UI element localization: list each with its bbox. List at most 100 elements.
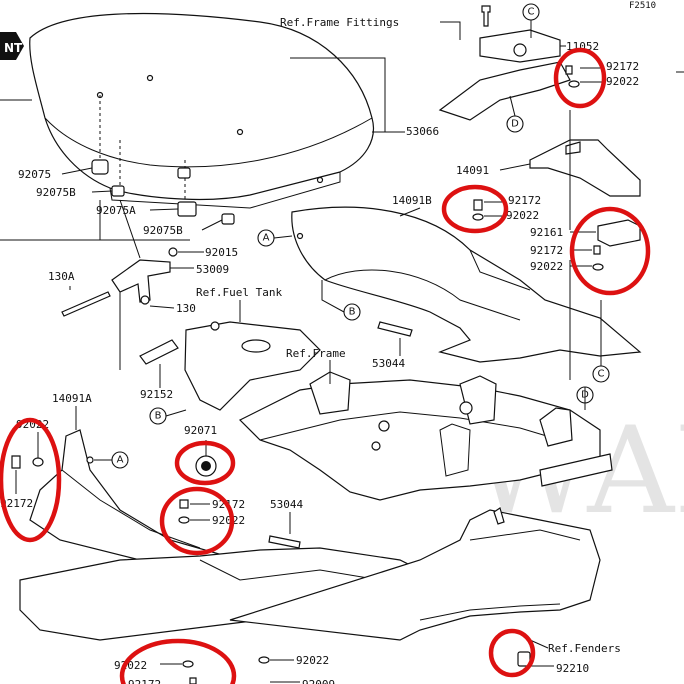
bolt-130a [61,291,111,317]
label-92022-bottom-mid: 92022 [296,654,329,667]
highlight-rings [0,47,651,684]
seat-hook-bracket [111,247,178,305]
screw-92172-left [11,455,21,469]
seat-seam [44,117,373,168]
label-92022-mid-left: 92022 [212,514,245,527]
frame-fitting-bracket [438,29,571,121]
highlight-ring-top-right [553,47,607,109]
leader [399,207,421,217]
seat-leader [290,57,405,133]
highlight-ring-mid-left [159,486,235,556]
seat-cushion [29,12,374,201]
corner-badge: NT [0,32,24,60]
screw-92172-mid [473,199,483,211]
seat-hole [236,128,244,136]
leader [149,305,175,309]
leader [484,201,506,217]
label-53044-lower: 53044 [270,498,303,511]
leader [15,432,39,494]
leader [61,167,93,175]
callout-a-top-text: A [263,233,270,244]
leader [201,219,223,231]
corner-badge-text: NT [4,41,23,55]
label-92172-bottom-left: 92172 [128,678,161,684]
washer-92022-bottom-left [182,660,194,668]
figure-code: F2510 [629,1,656,11]
label-92172-left: 92172 [0,497,33,510]
rod-53044-lower [268,535,301,549]
highlight-ring-bottom [119,638,237,684]
leader [509,95,516,117]
screw-92172-top [565,65,573,75]
highlight-ring-left [0,417,62,543]
washer-92022-bottom-mid [258,656,270,664]
washer-92022-left [32,457,44,467]
pipe-92152 [139,339,179,365]
label-92075: 92075 [18,168,51,181]
label-92022-right: 92022 [530,260,563,273]
leader [440,21,461,40]
label-92161: 92161 [530,226,563,239]
label-92022-bottom-left: 92022 [114,659,147,672]
washer-92022-mid [472,213,484,221]
washer-92022-top [568,80,580,88]
main-frame [238,371,613,501]
highlight-ring-clip [569,206,651,296]
ref-frame: Ref.Frame [286,347,346,360]
label-14091b: 14091B [392,194,432,207]
label-92172-mid: 92172 [508,194,541,207]
seat-hole [316,176,324,184]
leader [165,409,187,417]
hook-leaders [99,199,141,370]
damper-hole [201,461,211,471]
seat-assembly [29,12,374,225]
label-92022-mid: 92022 [506,209,539,222]
label-92015: 92015 [205,246,238,259]
label-92075a: 92075A [96,204,136,217]
label-92075b-2: 92075B [143,224,183,237]
screw-92172-bottom-left [189,677,197,684]
seat-base [109,172,341,209]
leader [273,235,293,239]
cover-14091b [291,206,642,363]
callout-b-left-text: B [155,411,162,422]
ref-frame-fittings: Ref.Frame Fittings [280,16,399,29]
leader [529,639,554,667]
leader [584,300,602,410]
cover-14091a [29,429,241,569]
label-92071: 92071 [184,424,217,437]
leader [91,190,113,193]
undertray [19,509,601,641]
grommet-92075b [111,185,125,197]
callout-c-top-text: C [528,7,535,18]
label-92172-right: 92172 [530,244,563,257]
seat-clip [177,167,191,179]
label-53044: 53044 [372,357,405,370]
bolt-top [481,5,491,27]
label-53009: 53009 [196,263,229,276]
leader [321,280,345,313]
label-92022-top: 92022 [606,75,639,88]
leader [149,208,179,211]
clip-92161 [597,219,641,247]
fuel-tank-outline [184,321,321,411]
screw-92172-right [593,245,601,255]
seat-hole [146,74,154,82]
label-14091: 14091 [456,164,489,177]
callout-a-left-text: A [117,455,124,466]
label-130: 130 [176,302,196,315]
washer-92022-right [592,263,604,271]
highlight-ring-mid [441,184,509,234]
bracket-14091 [529,139,641,197]
label-92009-bottom-mid: 92009 [302,678,335,684]
callout-d-top-text: D [511,119,519,130]
label-92152: 92152 [140,388,173,401]
grommet-92075b-lower [221,213,235,225]
leader [580,67,604,83]
callout-c-right-text: C [598,369,605,380]
ref-fuel-tank: Ref.Fuel Tank [196,286,282,299]
label-92172-top: 92172 [606,60,639,73]
leader [499,163,531,171]
